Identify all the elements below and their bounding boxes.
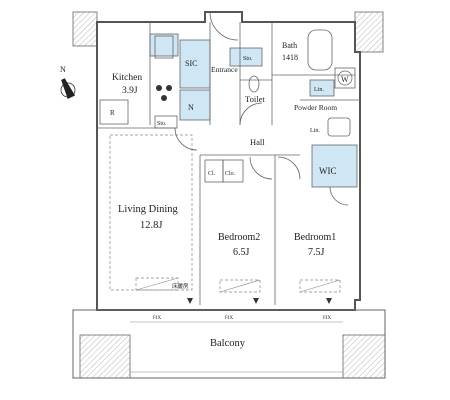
closet-2 (222, 159, 244, 183)
wic-door (329, 186, 349, 206)
sto-entrance-label: Sto. (243, 56, 253, 62)
washer (334, 67, 356, 89)
pillar-top-left (72, 11, 98, 47)
bath-size: 1418 (282, 53, 298, 62)
washer-drum (337, 70, 353, 86)
kitchen-label: Kitchen (112, 73, 142, 83)
compass-icon (60, 78, 76, 99)
toilet-label: Toilet (245, 94, 265, 104)
bed2-heat-box (219, 279, 261, 293)
fix-2-label: FIX (225, 316, 233, 321)
sic-label: SIC (185, 59, 197, 68)
bedroom2-label: Bedroom2 (218, 232, 260, 243)
balcony-area (72, 309, 386, 379)
entrance-label: Entrance (211, 65, 238, 74)
powder-room-label: Powder Room (294, 103, 337, 112)
bedroom1-label: Bedroom1 (294, 232, 336, 243)
bathtub (307, 29, 333, 71)
fix-1-label: FIX (153, 316, 161, 321)
compass-label: N (60, 65, 66, 74)
pillar-top-right (354, 11, 384, 53)
floor-heating-box (135, 277, 179, 291)
living-area: 12.8J (140, 220, 162, 231)
living-label: Living Dining (118, 204, 179, 215)
hall-door-1 (239, 102, 263, 126)
floor-heating-diag (135, 277, 179, 291)
wic-label: WIC (319, 166, 337, 176)
n-closet (179, 89, 211, 121)
kitchen-counter (149, 33, 179, 57)
kitchen-area: 3.9J (122, 86, 138, 96)
floor-heating-label: 床暖房 (172, 282, 189, 290)
lin-box (309, 79, 335, 97)
sto-kitchen-box (154, 115, 178, 129)
window-arrow-2 (253, 298, 259, 304)
bed2-door (249, 156, 273, 180)
sto-entrance-box (229, 47, 263, 67)
bedroom2-area: 6.5J (233, 247, 250, 258)
lin-lower-label: Lin. (310, 128, 320, 134)
washer-label: W (341, 75, 349, 84)
lin-upper-label: Lin. (314, 87, 324, 93)
bath-label: Bath (282, 41, 297, 50)
bed2-heat-diag (219, 279, 261, 293)
bedroom1-area: 7.5J (308, 247, 325, 258)
bed1-door (277, 156, 301, 180)
hall-label: Hall (250, 137, 265, 147)
bed1-heat-box (299, 279, 341, 293)
stove-icon (156, 85, 172, 101)
fridge-label: R (110, 109, 115, 117)
sto-kitchen-label: Sto. (157, 121, 167, 127)
n-closet-label: N (188, 103, 194, 112)
sic-storage (179, 39, 211, 89)
balcony-label: Balcony (210, 338, 246, 349)
entrance-door (209, 11, 239, 41)
fridge (99, 99, 129, 125)
closet-1-label: Cl. (208, 171, 216, 177)
toilet-bowl (248, 75, 260, 93)
pillar-bottom-right (342, 334, 386, 379)
closet-2-label: Clo. (225, 171, 236, 177)
powder-sink (327, 117, 351, 137)
kitchen-sink (154, 35, 174, 59)
window-arrow-3 (326, 298, 332, 304)
living-door (174, 127, 198, 151)
pillar-bottom-left (79, 334, 131, 379)
bed1-heat-diag (299, 279, 341, 293)
window-arrow-1 (187, 298, 193, 304)
fix-3-label: FIX (323, 316, 331, 321)
wic-room (311, 144, 358, 188)
